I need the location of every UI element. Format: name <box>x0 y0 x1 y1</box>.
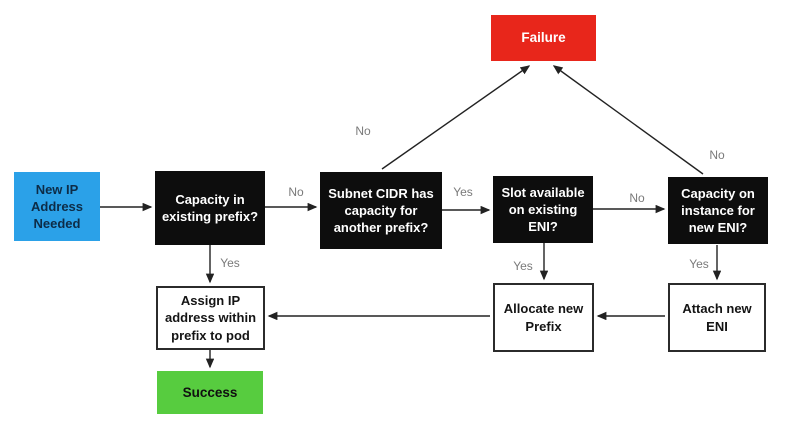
node-attach-new-eni: Attach new ENI <box>668 283 766 352</box>
edge-label-d1-no: No <box>288 185 304 199</box>
node-failure: Failure <box>491 15 596 61</box>
edge-label-d2-yes: Yes <box>453 185 473 199</box>
node-slot-available-on-existing-eni: Slot available on existing ENI? <box>493 176 593 243</box>
node-new-ip-address-needed: New IP Address Needed <box>14 172 100 241</box>
node-capacity-in-existing-prefix: Capacity in existing prefix? <box>155 171 265 245</box>
node-success: Success <box>157 371 263 414</box>
edge-label-d3-no: No <box>629 191 645 205</box>
node-assign-ip-address-within-prefix: Assign IP address within prefix to pod <box>156 286 265 350</box>
edge-label-d3-yes: Yes <box>513 259 533 273</box>
arrow-d2-to-failure <box>381 65 531 170</box>
node-allocate-new-prefix: Allocate new Prefix <box>493 283 594 352</box>
edge-label-d4-no: No <box>709 148 725 162</box>
edge-label-d4-yes: Yes <box>689 257 709 271</box>
node-subnet-cidr-has-capacity: Subnet CIDR has capacity for another pre… <box>320 172 442 249</box>
node-capacity-on-instance-for-new-eni: Capacity on instance for new ENI? <box>668 177 768 244</box>
edge-label-d1-yes: Yes <box>220 256 240 270</box>
arrow-d4-to-failure <box>552 65 704 175</box>
edge-label-d2-no: No <box>355 124 371 138</box>
